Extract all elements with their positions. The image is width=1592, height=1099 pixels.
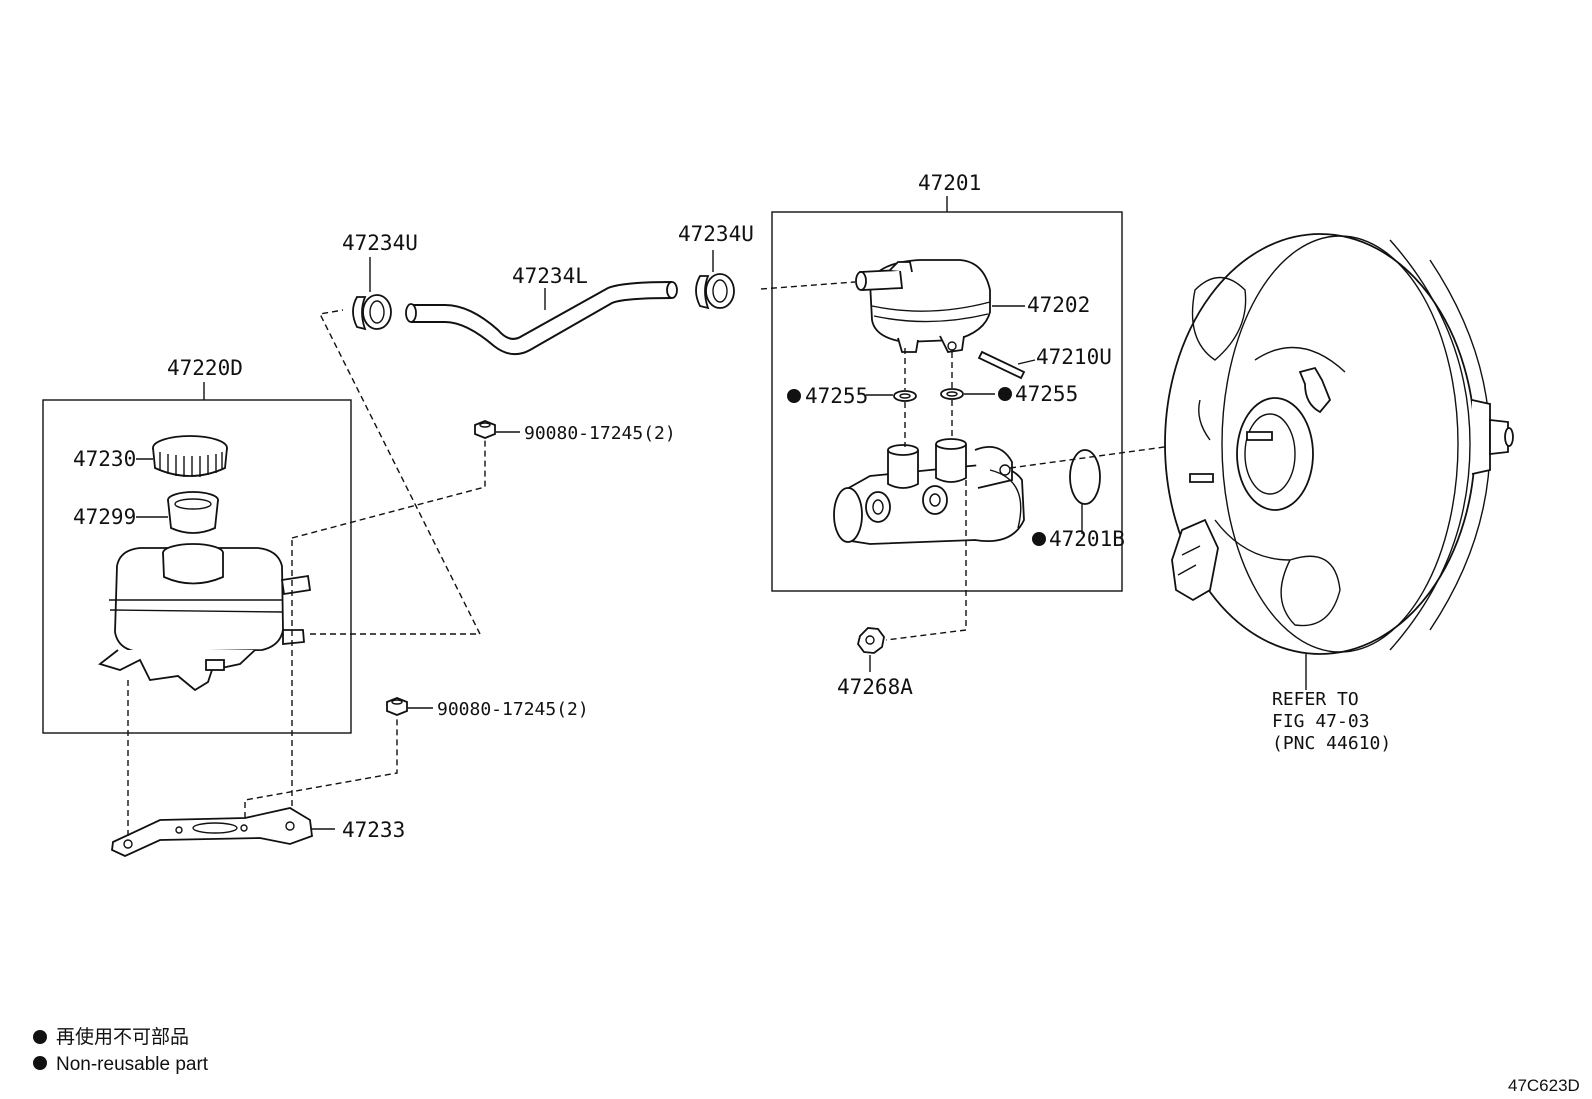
refer-line-1: REFER TO (1272, 689, 1359, 710)
refer-line-3: (PNC 44610) (1272, 733, 1391, 754)
reservoir-cap-body[interactable] (855, 259, 991, 353)
label-hose-clamp-right: 47234U (678, 222, 754, 246)
label-bracket: 47233 (342, 818, 405, 842)
brake-booster[interactable] (1164, 233, 1514, 655)
refer-line-2: FIG 47-03 (1272, 711, 1370, 732)
hose-clamp-right[interactable] (695, 273, 735, 310)
master-cylinder[interactable] (833, 438, 1025, 545)
label-reservoir-cap-body: 47202 (1027, 293, 1090, 317)
nut-master-cylinder[interactable] (857, 627, 885, 654)
legend-marker-japanese (33, 1030, 47, 1044)
label-reservoir-cap: 47230 (73, 447, 136, 471)
reservoir-tank[interactable] (98, 543, 312, 692)
non-reusable-marker-o-ring (1032, 532, 1046, 546)
non-reusable-marker-grommet-right (998, 387, 1012, 401)
label-nut-lower: 90080-17245(2) (437, 699, 589, 720)
label-o-ring: 47201B (1049, 527, 1125, 551)
grommet-left[interactable] (893, 390, 917, 402)
legend-english: Non-reusable part (56, 1054, 209, 1075)
reservoir-cap[interactable] (152, 435, 228, 477)
o-ring[interactable] (1069, 449, 1101, 505)
non-reusable-marker-grommet-left (787, 389, 801, 403)
hose-clamp-left[interactable] (352, 294, 392, 331)
legend-marker-english (33, 1056, 47, 1070)
nut-lower[interactable] (386, 697, 408, 716)
nut-upper[interactable] (474, 420, 496, 439)
label-strainer: 47299 (73, 505, 136, 529)
reservoir-hose[interactable] (405, 281, 678, 356)
label-nut-upper: 90080-17245(2) (524, 423, 676, 444)
figure-code: 47C623D (1508, 1076, 1580, 1095)
label-master-cylinder-assy: 47201 (918, 171, 981, 195)
label-reservoir-pin: 47210U (1036, 345, 1112, 369)
strainer[interactable] (167, 491, 219, 534)
reservoir-pin[interactable] (977, 350, 1026, 380)
grommet-right[interactable] (940, 388, 964, 400)
label-grommet-right: 47255 (1015, 382, 1078, 406)
label-nut-master-cylinder: 47268A (837, 675, 913, 699)
legend-japanese: 再使用不可部品 (56, 1026, 189, 1048)
label-grommet-left: 47255 (805, 384, 868, 408)
label-reservoir-hose: 47234L (512, 264, 588, 288)
label-hose-clamp-left: 47234U (342, 231, 418, 255)
reservoir-tank-box (42, 399, 352, 734)
label-reservoir-tank-assy: 47220D (167, 356, 243, 380)
bracket[interactable] (111, 807, 313, 857)
